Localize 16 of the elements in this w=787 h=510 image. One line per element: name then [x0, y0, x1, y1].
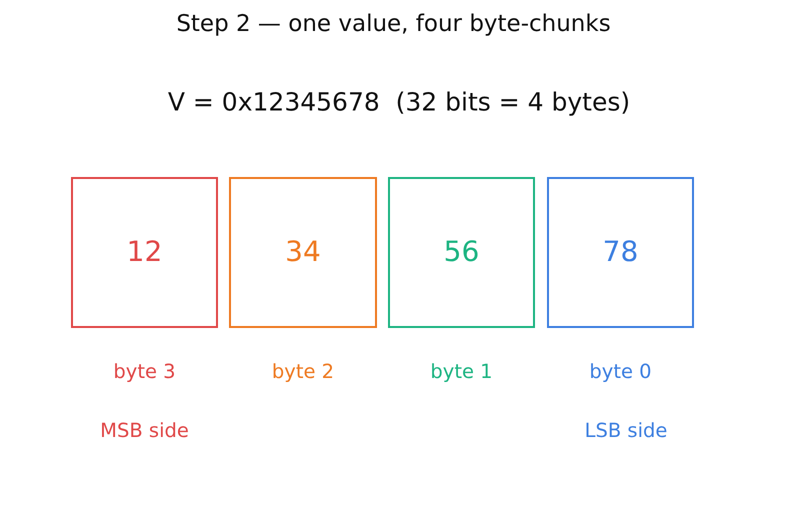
- byte-index-label: byte 1: [430, 360, 493, 384]
- byte-box: [229, 177, 377, 328]
- value-label: V = 0x12345678 (32 bits = 4 bytes): [168, 88, 630, 118]
- byte-value: 78: [602, 236, 638, 269]
- byte-value: 34: [285, 236, 321, 269]
- byte-box: [71, 177, 218, 328]
- title: Step 2 — one value, four byte-chunks: [176, 10, 611, 38]
- byte-box: [388, 177, 535, 328]
- byte-box: [547, 177, 694, 328]
- byte-index-label: byte 3: [113, 360, 176, 384]
- byte-index-label: byte 2: [272, 360, 334, 384]
- byte-index-label: byte 0: [589, 360, 652, 384]
- byte-value: 56: [444, 236, 480, 269]
- side-label: MSB side: [100, 420, 189, 442]
- byte-value: 12: [126, 236, 162, 269]
- side-label: LSB side: [584, 420, 668, 442]
